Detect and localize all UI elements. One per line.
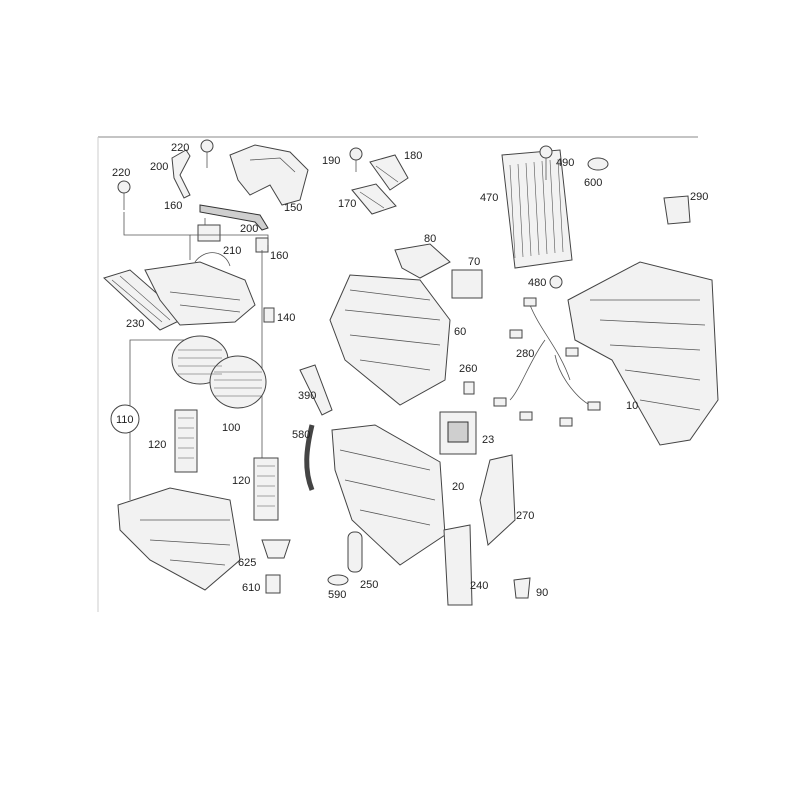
grommet-600 xyxy=(587,157,609,171)
label-210: 210 xyxy=(223,245,241,257)
label-180: 180 xyxy=(404,150,422,162)
label-220-top: 220 xyxy=(171,142,189,154)
label-170: 170 xyxy=(338,198,356,210)
label-580: 580 xyxy=(292,429,310,441)
strip-200 xyxy=(199,204,269,231)
screw-190 xyxy=(349,147,363,172)
label-390: 390 xyxy=(298,390,316,402)
part-625 xyxy=(261,539,291,559)
upper-housing xyxy=(144,252,256,326)
label-200-mid: 200 xyxy=(240,223,258,235)
label-280: 280 xyxy=(516,348,534,360)
label-80: 80 xyxy=(424,233,436,245)
lower-housing xyxy=(117,487,241,591)
blower-wheel-100 xyxy=(171,335,267,409)
clip-140 xyxy=(263,307,275,323)
grommet-590 xyxy=(327,574,349,586)
panel-23 xyxy=(439,411,477,455)
actuator-210 xyxy=(197,218,221,242)
part-610 xyxy=(265,574,281,594)
duct-180 xyxy=(369,154,409,191)
leader-160 xyxy=(190,234,269,245)
motor-80 xyxy=(394,243,451,279)
label-100: 100 xyxy=(222,422,240,434)
label-160-top: 160 xyxy=(164,200,182,212)
label-250: 250 xyxy=(360,579,378,591)
label-190: 190 xyxy=(322,155,340,167)
harness-280 xyxy=(493,297,601,427)
screw-220-top xyxy=(200,139,214,168)
housing-60 xyxy=(329,274,451,406)
label-260: 260 xyxy=(459,363,477,375)
grommet-480 xyxy=(549,275,563,289)
label-120-center: 120 xyxy=(232,475,250,487)
duct-170 xyxy=(351,183,397,215)
label-60: 60 xyxy=(454,326,466,338)
label-480: 480 xyxy=(528,277,546,289)
label-220-left: 220 xyxy=(112,167,130,179)
clip-260 xyxy=(463,381,475,395)
label-625: 625 xyxy=(238,557,256,569)
label-200-top: 200 xyxy=(150,161,168,173)
label-20: 20 xyxy=(452,481,464,493)
clip-290 xyxy=(663,195,691,225)
screw-490 xyxy=(539,145,553,180)
label-470: 470 xyxy=(480,192,498,204)
label-10: 10 xyxy=(626,400,638,412)
label-230: 230 xyxy=(126,318,144,330)
label-600: 600 xyxy=(584,177,602,189)
label-110: 110 xyxy=(116,414,134,426)
filter-120-left xyxy=(174,409,198,473)
label-70: 70 xyxy=(468,256,480,268)
label-140: 140 xyxy=(277,312,295,324)
label-90: 90 xyxy=(536,587,548,599)
label-23: 23 xyxy=(482,434,494,446)
bracket-110-circle xyxy=(110,404,140,434)
lever-160 xyxy=(255,237,269,253)
label-160-right: 160 xyxy=(270,250,288,262)
module-70 xyxy=(451,269,483,299)
hose-390 xyxy=(299,364,333,416)
seal-250 xyxy=(347,531,363,573)
housing-10 xyxy=(567,261,719,446)
cover-150 xyxy=(229,144,309,206)
label-120-left: 120 xyxy=(148,439,166,451)
label-590: 590 xyxy=(328,589,346,601)
clip-200-top xyxy=(171,149,191,199)
bracket-270 xyxy=(479,454,516,546)
label-610: 610 xyxy=(242,582,260,594)
screw-220-left xyxy=(117,180,131,210)
label-270: 270 xyxy=(516,510,534,522)
housing-20 xyxy=(331,424,446,566)
label-290: 290 xyxy=(690,191,708,203)
leader-220 xyxy=(123,212,191,260)
hose-580 xyxy=(304,424,315,491)
filter-120-center xyxy=(253,457,279,521)
bracket-110 xyxy=(129,339,190,500)
label-490: 490 xyxy=(556,157,574,169)
clip-90 xyxy=(513,577,531,599)
label-240: 240 xyxy=(470,580,488,592)
bracket-240 xyxy=(443,524,473,606)
label-150: 150 xyxy=(284,202,302,214)
